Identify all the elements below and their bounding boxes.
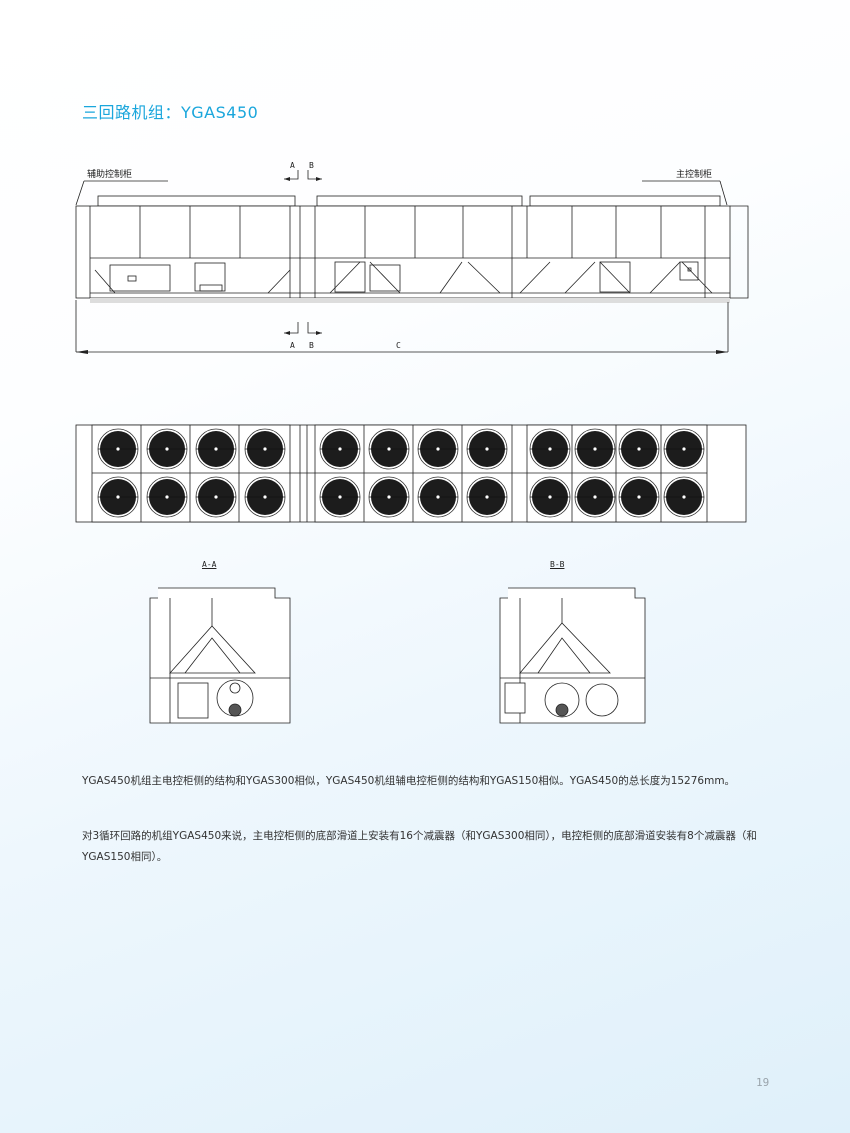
section-mark-b-top: B: [309, 161, 314, 170]
side-elevation-drawing: A B A B C: [75, 161, 749, 354]
section-mark-a-top: A: [290, 161, 295, 170]
aux-cabinet-label: 辅助控制柜: [87, 170, 133, 180]
dimension-c-label: C: [396, 341, 401, 350]
section-a-a-drawing: [149, 587, 291, 724]
section-b-b-label: B-B: [550, 560, 565, 569]
page-number: 19: [756, 1076, 770, 1089]
main-cabinet-label: 主控制柜: [676, 170, 713, 180]
section-a-a-label: A-A: [202, 560, 217, 569]
top-view-fan-drawing: [75, 424, 747, 523]
paragraph-1: YGAS450机组主电控柜侧的结构和YGAS300相似，YGAS450机组辅电控…: [82, 775, 736, 787]
section-b-b-drawing: [499, 587, 646, 724]
paragraph-2: 对3循环回路的机组YGAS450来说，主电控柜侧的底部滑道上安装有16个减震器（…: [82, 830, 757, 863]
section-mark-b-bottom: B: [309, 341, 314, 350]
section-mark-a-bottom: A: [290, 341, 295, 350]
page-title: 三回路机组：YGAS450: [82, 103, 259, 122]
